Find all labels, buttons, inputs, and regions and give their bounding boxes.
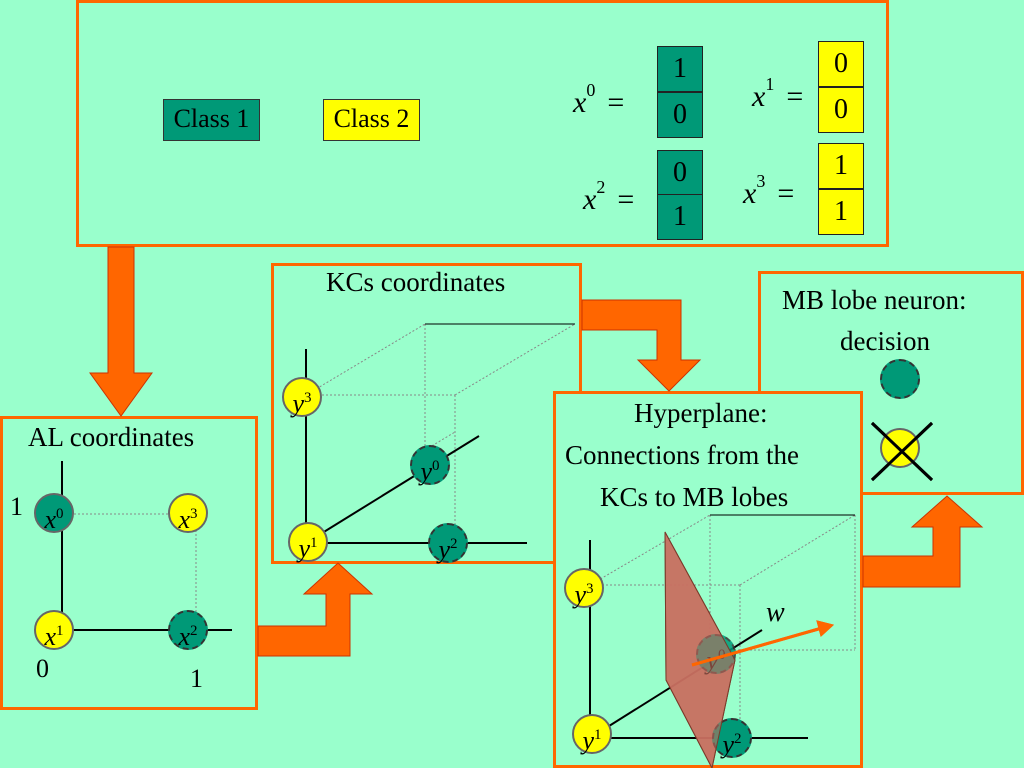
al-tick-x-right: 1: [190, 664, 203, 693]
vector-x0-label: x0=: [573, 80, 625, 119]
arrow-hyper-to-mb: [862, 495, 984, 588]
vector-x2-bottom: 1: [657, 194, 703, 240]
kc-cube-solid: [305, 323, 575, 544]
al-tick-y-top: 1: [10, 492, 23, 521]
vector-x1-bottom: 0: [818, 87, 864, 133]
vector-x1-top: 0: [818, 41, 864, 87]
mb-decision-class2: [880, 428, 920, 468]
hyper-node-y0: y0: [696, 634, 736, 675]
kc-title: KCs coordinates: [326, 267, 506, 297]
hyper-title-line2: Connections from the: [565, 440, 799, 470]
vector-x0-bottom: 0: [657, 92, 703, 138]
hyper-title-line1: Hyperplane:: [634, 398, 768, 428]
kc-node-y0: y0: [410, 445, 450, 486]
al-axes: [61, 461, 232, 631]
vector-x3-bottom: 1: [818, 189, 864, 235]
kc-node-y3: y3: [282, 377, 322, 418]
hyper-node-y2: y2: [712, 718, 752, 759]
hyper-title-line3: KCs to MB lobes: [600, 482, 789, 512]
kc-cube-dotted: [305, 323, 576, 543]
arrow-down: [89, 246, 153, 417]
legend-class1: Class 1: [163, 99, 260, 141]
al-node-x0: x0: [34, 493, 74, 534]
kc-node-y1: y1: [288, 522, 328, 563]
vector-x0-top: 1: [657, 46, 703, 92]
vector-x3-label: x3=: [743, 171, 795, 210]
vector-x2-top: 0: [657, 150, 703, 196]
mb-title-line1: MB lobe neuron:: [782, 285, 967, 315]
al-node-x1: x1: [34, 610, 74, 651]
kc-panel: [271, 263, 582, 564]
vector-x2-label: x2=: [583, 177, 635, 216]
al-node-x2: x2: [168, 610, 208, 651]
al-title: AL coordinates: [28, 422, 195, 452]
mb-decision-class1: [880, 359, 920, 399]
hyper-node-y3: y3: [564, 568, 604, 609]
al-node-x3: x3: [168, 493, 208, 534]
kc-node-y2: y2: [428, 523, 468, 564]
vector-x1-label: x1=: [752, 74, 804, 113]
al-tick-y-bottom: 0: [36, 654, 49, 683]
arrow-kc-to-hyper: [581, 299, 702, 392]
al-gridlines: [62, 513, 197, 630]
arrow-al-to-kc: [257, 562, 374, 657]
mb-title-line2: decision: [840, 326, 930, 356]
weight-label: w: [766, 597, 785, 628]
al-panel: [0, 416, 258, 710]
vector-x3-top: 1: [818, 143, 864, 189]
hyper-node-y1: y1: [572, 714, 612, 755]
legend-class2: Class 2: [323, 99, 420, 141]
